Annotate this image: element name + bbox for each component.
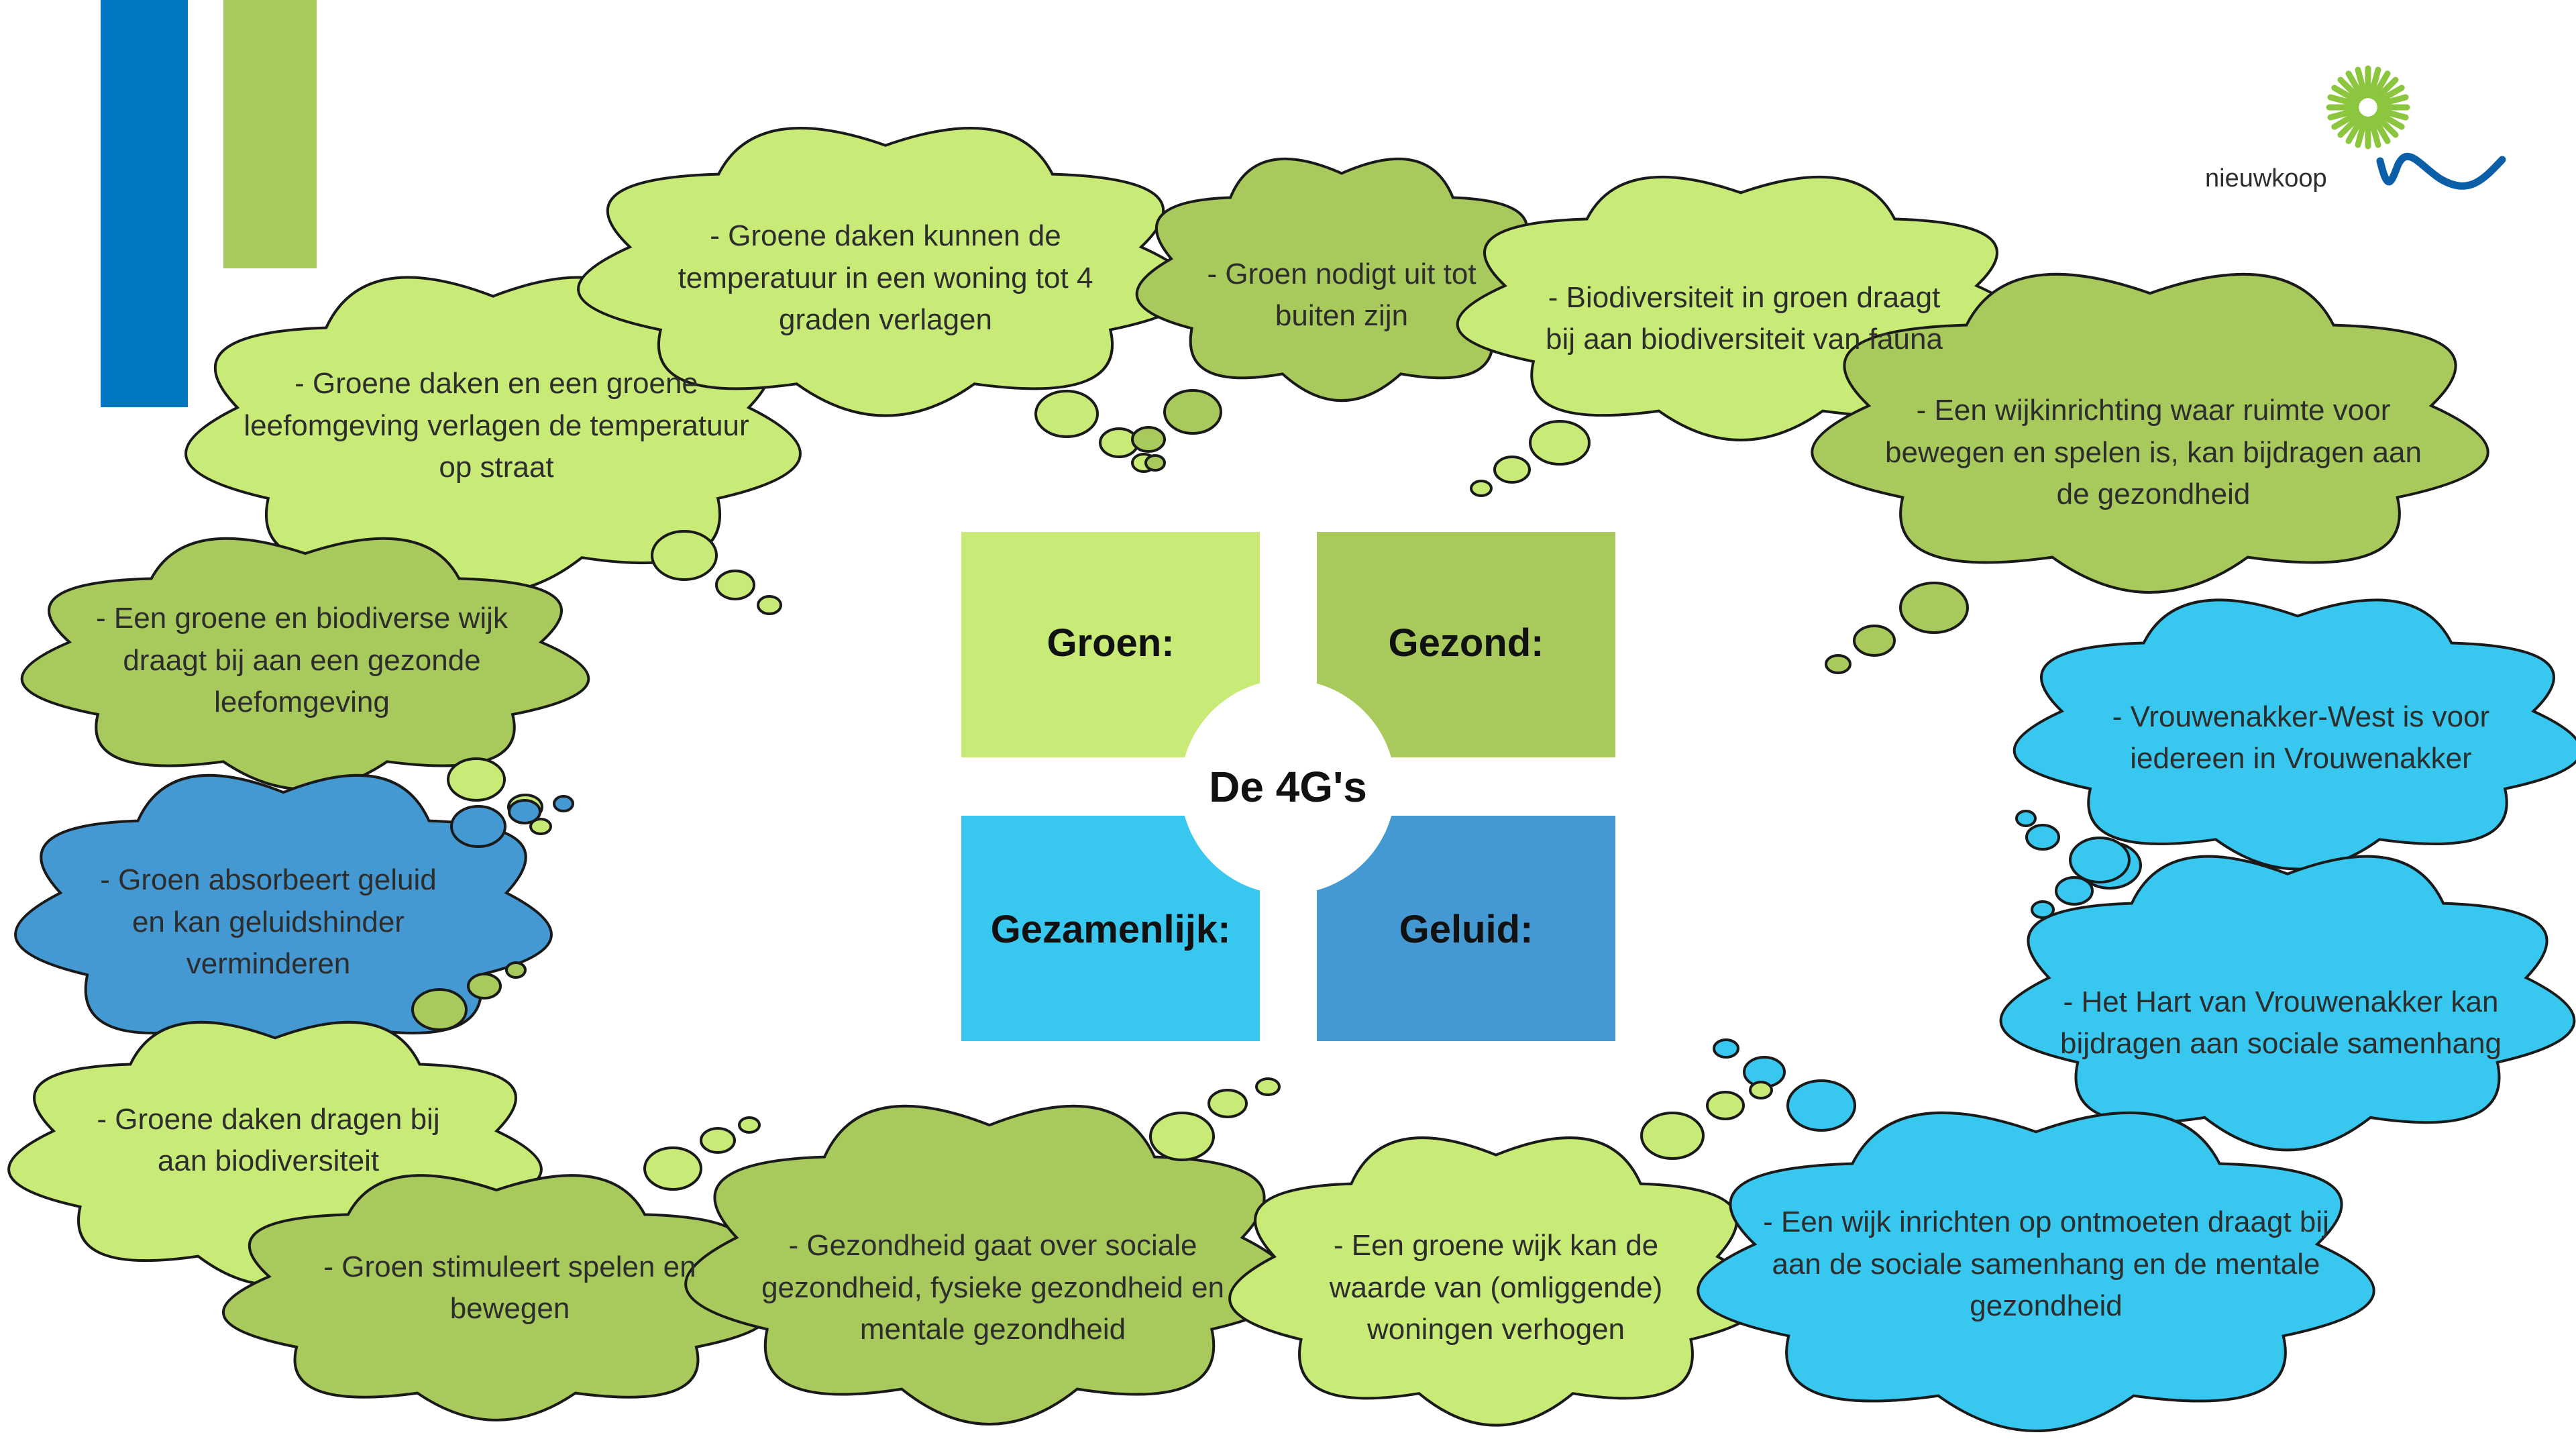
cloud-wijk-ontmoeten xyxy=(1697,1111,2375,1432)
thought-bubble xyxy=(1529,420,1591,466)
thought-bubble xyxy=(1749,1081,1773,1099)
cloud-groene-daken-verlagen-straat-text: - Groene daken en een groene leefomgevin… xyxy=(244,367,749,484)
thought-bubble xyxy=(1163,389,1222,435)
cloud-vrouwenakker-west-text: - Vrouwenakker-West is voor iedereen in … xyxy=(2112,700,2490,775)
quadrant-label-geluid: Geluid: xyxy=(1399,907,1534,951)
cloud-hart-van-vrouwenakker xyxy=(1999,855,2576,1152)
thought-bubble xyxy=(1853,625,1896,657)
cloud-gezondheid-sociaal xyxy=(684,1104,1295,1426)
thought-bubble xyxy=(700,1127,736,1154)
cloud-groene-daken-biodiversiteit-text: - Groene daken dragen bij aan biodiversi… xyxy=(97,1102,440,1177)
thought-bubble xyxy=(450,805,506,848)
thought-bubbles xyxy=(411,389,2142,1191)
thought-bubble xyxy=(757,595,782,615)
cloud-groen-nodigt-uit-text: - Groen nodigt uit tot buiten zijn xyxy=(1207,257,1477,332)
cloud-groene-daken-woning-text: - Groene daken kunnen de temperatuur in … xyxy=(678,219,1093,337)
thought-bubble xyxy=(2069,837,2131,883)
cloud-groene-wijk-waarde-text: - Een groene wijk kan de waarde van (oml… xyxy=(1329,1229,1663,1346)
green-accent-bar xyxy=(223,0,317,268)
thought-bubble xyxy=(1208,1089,1248,1118)
thought-bubble xyxy=(2025,824,2060,851)
thought-bubble xyxy=(1255,1077,1281,1096)
thought-bubble xyxy=(1034,390,1099,438)
nieuwkoop-logo xyxy=(2326,65,2506,190)
wave-logo-icon xyxy=(2376,152,2506,190)
cloud-wijkinrichting-bewegen xyxy=(1811,272,2489,594)
thought-bubble xyxy=(715,570,755,600)
clouds-layer xyxy=(7,127,2576,1432)
cloud-biodiversiteit-fauna-text: - Biodiversiteit in groen draagt bij aan… xyxy=(1546,280,1943,356)
quadrant-label-gezamenlijk: Gezamenlijk: xyxy=(990,907,1231,951)
four-g-diagram xyxy=(961,532,1615,1041)
cloud-groen-absorbeert-geluid-text: - Groen absorbeert geluid en kan geluids… xyxy=(100,863,437,981)
quadrant-label-gezond: Gezond: xyxy=(1388,621,1544,665)
thought-bubble xyxy=(411,988,468,1031)
thought-bubble xyxy=(651,530,718,581)
cloud-gezondheid-sociaal-text: - Gezondheid gaat over sociale gezondhei… xyxy=(761,1229,1224,1346)
thought-bubble xyxy=(1706,1091,1745,1120)
thought-bubble xyxy=(2015,810,2037,827)
center-title: De 4G's xyxy=(1209,763,1367,811)
cloud-wijk-ontmoeten-text: - Een wijk inrichten op ontmoeten draagt… xyxy=(1763,1205,2329,1323)
quadrant-label-groen: Groen: xyxy=(1046,621,1175,665)
thought-bubble xyxy=(1131,426,1166,453)
thought-bubble xyxy=(1149,1112,1215,1161)
thought-bubble xyxy=(1825,654,1851,674)
thought-bubble xyxy=(553,795,574,812)
thought-bubble xyxy=(508,799,541,824)
cloud-hart-van-vrouwenakker-text: - Het Hart van Vrouwenakker kan bijdrage… xyxy=(2059,985,2502,1060)
thought-bubble xyxy=(1713,1038,1739,1059)
thought-bubble xyxy=(643,1146,702,1191)
cloud-groene-daken-woning xyxy=(577,127,1194,417)
thought-bubble xyxy=(505,961,527,979)
cloud-wijkinrichting-bewegen-text: - Een wijkinrichting waar ruimte voor be… xyxy=(1885,394,2422,511)
thought-bubble xyxy=(2031,900,2055,919)
blue-accent-bar xyxy=(101,0,188,407)
thought-bubble xyxy=(1786,1079,1856,1132)
cloud-groen-nodigt-uit xyxy=(1135,157,1548,402)
thought-bubble xyxy=(447,757,506,802)
thought-bubble xyxy=(1144,454,1166,472)
thought-bubble xyxy=(738,1116,761,1134)
thought-bubble xyxy=(467,973,502,1000)
thought-bubble xyxy=(1493,455,1531,484)
thought-bubble xyxy=(2055,876,2094,906)
thought-bubble xyxy=(1470,480,1493,497)
logo-wordmark: nieuwkoop xyxy=(2205,164,2327,193)
thought-bubble xyxy=(1640,1112,1705,1160)
center-circle xyxy=(1181,680,1395,894)
cloud-groen-stimuleert-text: - Groen stimuleert spelen en bewegen xyxy=(323,1250,696,1325)
cloud-groene-biodiverse-wijk-text: - Een groene en biodiverse wijk draagt b… xyxy=(96,602,508,719)
thought-bubble xyxy=(1899,582,1969,634)
thought-bubble xyxy=(529,818,552,835)
sun-logo-icon xyxy=(2326,65,2410,150)
